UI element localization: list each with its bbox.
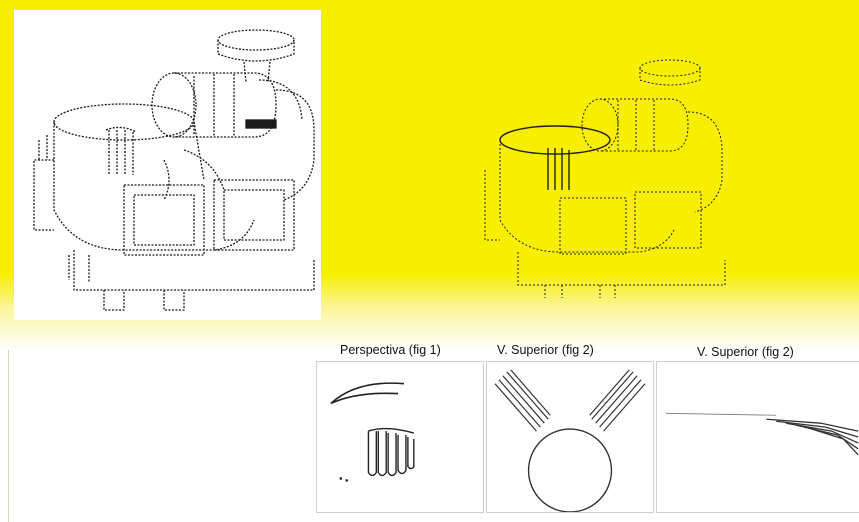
top-view-side-fins-drawing xyxy=(665,412,859,456)
top-view-fins-circle-drawing xyxy=(494,369,646,512)
top-view-figure-label-b: V. Superior (fig 2) xyxy=(697,345,794,359)
engine-line-drawing-icon xyxy=(33,29,315,311)
top-view-figure-panel-b xyxy=(656,361,859,513)
engine-outline-panel xyxy=(470,40,770,300)
engine-drawing-panel xyxy=(14,10,321,320)
perspective-figure-panel xyxy=(316,361,484,513)
perspective-figure-label: Perspectiva (fig 1) xyxy=(340,343,441,357)
engine-outline-drawing-icon xyxy=(484,59,726,298)
top-view-figure-label-a: V. Superior (fig 2) xyxy=(497,343,594,357)
top-view-figure-panel-a xyxy=(486,361,654,513)
perspective-fins-drawing xyxy=(330,382,415,482)
